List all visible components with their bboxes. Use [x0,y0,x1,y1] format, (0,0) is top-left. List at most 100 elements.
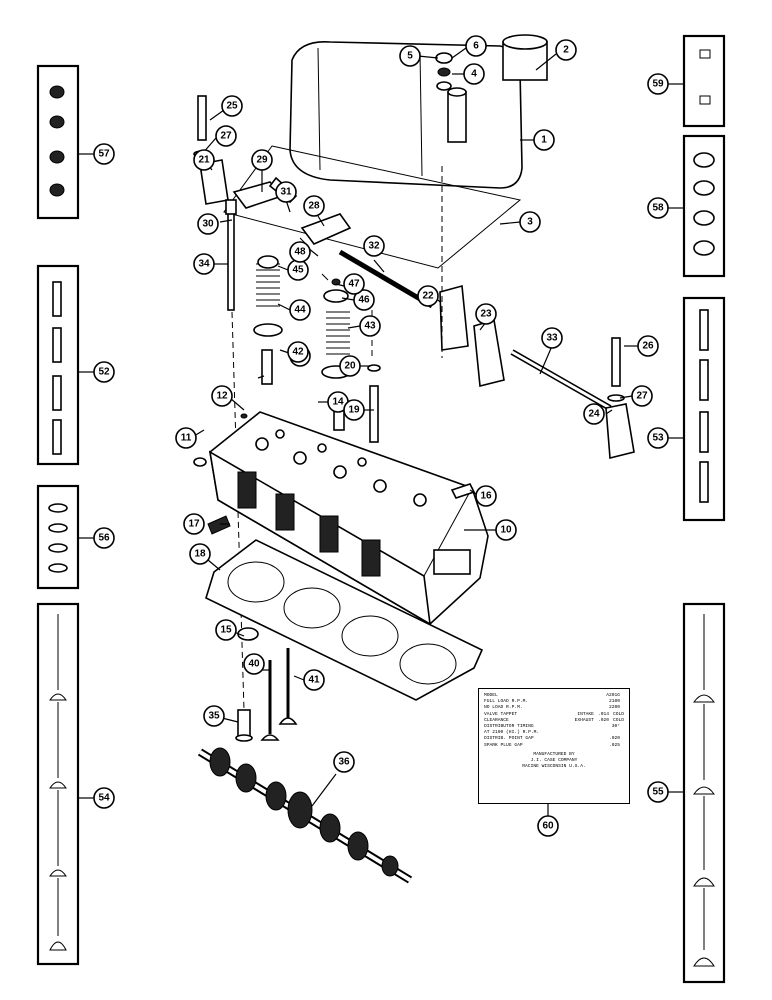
callout-28: 28 [303,195,325,217]
svg-text:45: 45 [292,265,304,276]
svg-text:55: 55 [652,787,664,798]
kit-box-56 [36,484,80,590]
callout-25: 25 [221,95,243,117]
callout-36: 36 [333,751,355,773]
svg-text:15: 15 [220,625,232,636]
svg-text:32: 32 [368,241,380,252]
callout-58: 58 [647,197,669,219]
callout-40: 40 [243,653,265,675]
plate-row-b: 2100 [608,699,620,705]
plate-row: AT 2100 (HI.) R.P.M. [484,730,624,736]
svg-text:4: 4 [471,69,477,80]
svg-text:59: 59 [652,79,664,90]
kit-box-54 [36,602,80,966]
svg-text:29: 29 [256,155,268,166]
plate-maker: MANUFACTURED BY J.I. CASE COMPANY RACINE… [484,752,624,771]
kit-box-59 [682,34,726,128]
camshaft [197,747,413,884]
svg-text:5: 5 [407,51,413,62]
svg-text:27: 27 [220,131,232,142]
svg-text:48: 48 [294,247,306,258]
kit-box-53 [682,296,726,522]
callout-15: 15 [215,619,237,641]
kit-box-57 [36,64,80,220]
callout-26: 26 [637,335,659,357]
plate-maker-line-3: RACINE WISCONSIN U.S.A. [522,764,586,770]
rocker-brackets [199,159,635,460]
head-studs [367,364,381,443]
valve-cover [289,41,523,189]
valve-springs [253,237,351,379]
svg-text:23: 23 [480,309,492,320]
callout-24: 24 [583,403,605,425]
svg-text:10: 10 [500,525,512,536]
svg-text:57: 57 [98,149,110,160]
svg-text:36: 36 [338,757,350,768]
svg-text:22: 22 [422,291,434,302]
plate-row-a: INTAKE [577,711,594,717]
callout-57: 57 [93,143,115,165]
svg-text:28: 28 [308,201,320,212]
svg-text:52: 52 [98,367,110,378]
callout-55: 55 [647,781,669,803]
svg-text:40: 40 [248,659,260,670]
svg-text:20: 20 [344,361,356,372]
callout-22: 22 [417,285,439,307]
svg-text:2: 2 [563,45,569,56]
callout-11: 11 [175,427,197,449]
small-parts-11-12-16-17 [193,413,476,535]
svg-text:6: 6 [473,41,479,52]
svg-text:1: 1 [541,135,547,146]
callout-48: 48 [289,241,311,263]
svg-text:17: 17 [188,519,200,530]
svg-text:30: 30 [202,219,214,230]
svg-text:60: 60 [542,821,554,832]
svg-text:3: 3 [527,217,533,228]
svg-text:31: 31 [280,187,292,198]
rocker-shaft-33 [510,349,612,411]
callout-27b: 27 [631,385,653,407]
callout-54: 54 [93,787,115,809]
callout-6: 6 [465,35,487,57]
svg-text:16: 16 [480,491,492,502]
svg-text:58: 58 [652,203,664,214]
svg-text:26: 26 [642,341,654,352]
kit-box-52 [36,264,80,466]
plate-row-b: 30° [611,724,620,730]
plate-row-c: COLD [612,717,624,723]
plate-row-label: VALVE TAPPET [484,711,518,717]
plate-row: NO LOAD R.P.M.2200 [484,705,624,711]
svg-text:18: 18 [194,549,206,560]
callout-59: 59 [647,73,669,95]
plate-row-a: EXHAUST [574,717,594,723]
callout-29: 29 [251,149,273,171]
plate-maker-line-2: J.I. CASE COMPANY [530,758,578,764]
svg-text:12: 12 [216,391,228,402]
svg-text:11: 11 [181,433,192,444]
svg-text:27: 27 [636,391,648,402]
callout-5: 5 [399,45,421,67]
callout-27a: 27 [215,125,237,147]
plate-maker-line-1: MANUFACTURED BY [533,751,575,757]
callout-32: 32 [363,235,385,257]
svg-text:21: 21 [198,155,210,166]
plate-row-b: .020 [597,717,609,723]
callout-53: 53 [647,427,669,449]
plate-row-b: .020 [608,736,620,742]
callout-10: 10 [495,519,517,541]
svg-text:53: 53 [652,433,664,444]
callout-31: 31 [275,181,297,203]
plate-row-label: SPARK PLUG GAP [484,742,523,748]
callout-45: 45 [287,259,309,281]
callout-23: 23 [475,303,497,325]
kit-box-58 [682,134,726,278]
callout-56: 56 [93,527,115,549]
oil-filler-cap [502,34,548,81]
svg-text:19: 19 [348,405,360,416]
plate-row-label: NO LOAD R.P.M. [484,705,523,711]
callout-47: 47 [343,273,365,295]
plate-row-c: COLD [612,711,624,717]
callout-20: 20 [339,355,361,377]
